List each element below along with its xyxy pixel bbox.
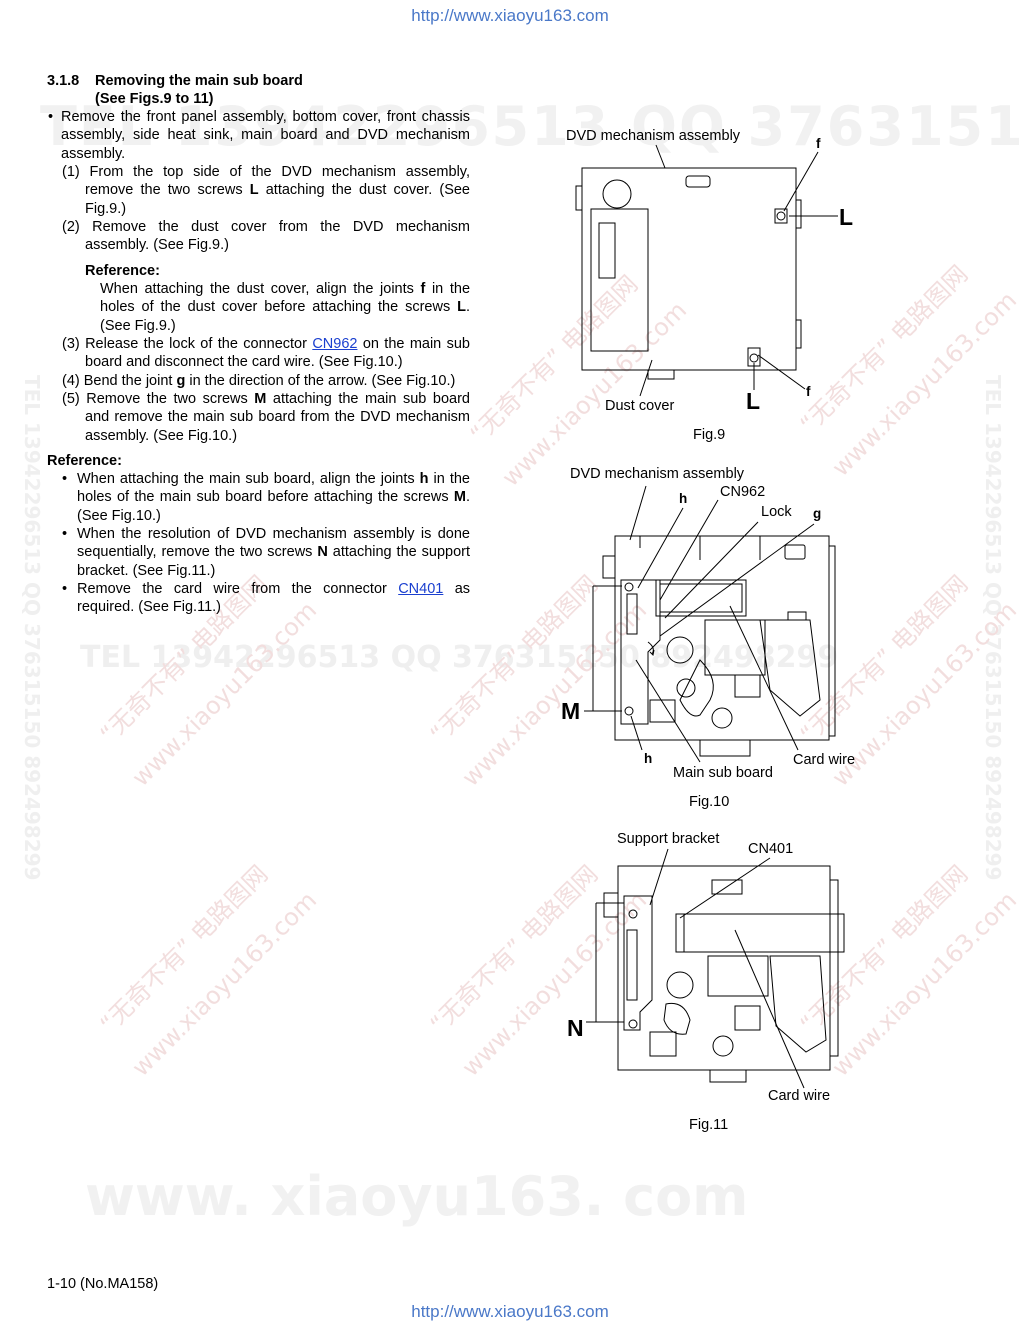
ref-bullet-3-marker: •	[62, 581, 68, 597]
ref-bullet-2: When the resolution of DVD mechanism ass…	[77, 525, 470, 580]
fig10-label-g: g	[813, 506, 822, 521]
ref-bullet-1: When attaching the main sub board, align…	[77, 470, 470, 525]
step-4: (4) Bend the joint g in the direction of…	[62, 372, 470, 390]
ref-b1-joint: h	[419, 471, 429, 487]
ref1-joint: f	[420, 281, 426, 297]
fig11-label-cardwire: Card wire	[768, 1088, 831, 1104]
ref-b3-a: Remove the card wire from the connector	[77, 581, 399, 597]
ref-b1-c: in the holes of the main sub board befor…	[77, 471, 471, 506]
fig9-label-dust: Dust cover	[605, 398, 675, 414]
fig11-caption: Fig.11	[689, 1117, 729, 1133]
step-3: (3) Release the lock of the connector CN…	[62, 335, 470, 372]
ref-bullet-3: Remove the card wire from the connector …	[77, 580, 470, 617]
fig9-caption: Fig.9	[693, 427, 726, 443]
header-url[interactable]: http://www.xiaoyu163.com	[411, 6, 609, 25]
reference-1-text: When attaching the dust cover, align the…	[100, 280, 470, 335]
ref1-screw: L	[457, 299, 466, 316]
ref-bullet-1-marker: •	[62, 471, 68, 487]
fig11-label-cn401: CN401	[748, 841, 794, 857]
fig10-label-mainsub: Main sub board	[673, 765, 773, 781]
fig9-label-L-right: L	[839, 204, 854, 230]
fig10-label-lock: Lock	[761, 504, 792, 520]
footer-url[interactable]: http://www.xiaoyu163.com	[411, 1302, 609, 1321]
fig9-label-f-bottom: f	[806, 384, 811, 399]
bullet-marker: •	[48, 109, 54, 125]
step-1: (1) From the top side of the DVD mechani…	[62, 163, 470, 218]
cn962-link[interactable]: CN962	[312, 336, 358, 352]
ref1-a: When attaching the dust cover, align the…	[100, 281, 421, 297]
section-subtitle: (See Figs.9 to 11)	[95, 91, 214, 107]
step-4-joint: g	[176, 373, 186, 389]
ref-b1-screw: M	[453, 489, 466, 506]
step-1-text: (1) From the top side of the DVD mechani…	[62, 164, 470, 199]
step-2: (2) Remove the dust cover from the DVD m…	[62, 219, 470, 254]
step-5: (5) Remove the two screws M attaching th…	[62, 390, 470, 445]
ref-b1-a: When attaching the main sub board, align…	[77, 471, 420, 487]
step-5-text-end: attaching the main sub board and remove …	[85, 391, 470, 444]
step-1-text-end: attaching the dust cover. (See Fig.9.)	[85, 182, 470, 217]
fig10-label-h-top: h	[679, 491, 688, 506]
step-3-text-end: on the main sub board and disconnect the…	[85, 336, 470, 371]
ref-b2-screw: N	[317, 544, 328, 561]
fig10-label-h-bottom: h	[644, 751, 653, 766]
fig10-caption: Fig.10	[689, 794, 730, 810]
fig9-label-f-top: f	[816, 136, 821, 151]
fig10-label-cardwire: Card wire	[793, 752, 856, 768]
ref-b2-a: When the resolution of DVD mechanism ass…	[77, 526, 470, 561]
step-5-text: (5) Remove the two screws	[62, 391, 255, 407]
fig11-label-support: Support bracket	[617, 831, 720, 847]
ref-b3-c: as required. (See Fig.11.)	[77, 581, 471, 616]
section-title: Removing the main sub board	[95, 73, 303, 89]
step-4-text-end: in the direction of the arrow. (See Fig.…	[185, 373, 456, 389]
fig9-label-mech: DVD mechanism assembly	[566, 128, 741, 144]
fig9-label-L-bottom: L	[746, 388, 761, 414]
ref1-e: . (See Fig.9.)	[100, 299, 470, 334]
reference-1-heading: Reference:	[85, 263, 160, 279]
ref1-c: in the holes of the dust cover before at…	[100, 281, 471, 316]
section-number: 3.1.8	[47, 73, 80, 89]
fig10-label-mech: DVD mechanism assembly	[570, 466, 745, 482]
page-number: 1-10 (No.MA158)	[47, 1276, 159, 1292]
fig10-label-cn962: CN962	[720, 484, 766, 500]
step-3-text: (3) Release the lock of the connector	[62, 336, 313, 352]
step-4-text: (4) Bend the joint	[62, 373, 177, 389]
cn401-link[interactable]: CN401	[398, 581, 444, 597]
ref-b1-e: . (See Fig.10.)	[77, 489, 470, 524]
step-5-screw: M	[254, 391, 267, 407]
step-1-screw: L	[249, 182, 259, 199]
reference-2-heading: Reference:	[47, 453, 122, 469]
fig10-label-M: M	[561, 698, 581, 724]
ref-bullet-2-marker: •	[62, 526, 68, 542]
fig11-label-N: N	[567, 1015, 584, 1041]
ref-b2-c: attaching the support bracket. (See Fig.…	[77, 544, 470, 579]
intro-bullet: Remove the front panel assembly, bottom …	[61, 109, 470, 162]
